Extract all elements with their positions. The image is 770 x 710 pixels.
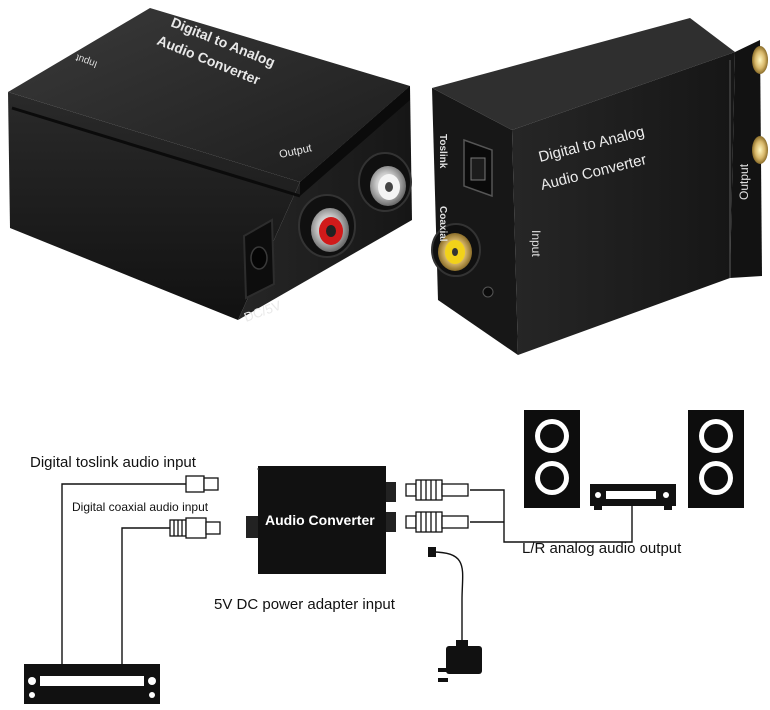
front-converter-unit: Digital to Analog Audio Converter Input … (8, 8, 412, 325)
back-converter-unit: Digital to Analog Audio Converter Toslin… (431, 18, 768, 355)
coaxial-input-jack (431, 223, 481, 277)
coaxial-input-label: Digital coaxial audio input (72, 500, 209, 514)
source-player-icon (24, 664, 160, 704)
amplifier-icon (590, 484, 676, 510)
analog-output-label: L/R analog audio output (522, 540, 682, 557)
toslink-cable-line (61, 483, 186, 664)
audio-converter-box (246, 466, 396, 574)
connection-diagram (61, 483, 633, 664)
left-speaker-icon (524, 410, 580, 508)
toslink-input-label: Digital toslink audio input (30, 454, 196, 471)
toslink-port (463, 138, 493, 198)
power-input-label: 5V DC power adapter input (214, 596, 395, 613)
power-cable-line (431, 551, 464, 640)
coaxial-plug-icon (169, 517, 221, 539)
right-speaker-icon (688, 410, 744, 508)
front-unit-side-face (8, 92, 300, 320)
back-unit-input-face (432, 88, 518, 355)
left-output-cable-line (470, 489, 633, 543)
back-unit-input-label: Input (529, 230, 543, 257)
coaxial-cable-line (121, 527, 170, 664)
converter-box-label: Audio Converter (265, 512, 375, 528)
back-unit-coaxial-label: Coaxial (437, 206, 448, 242)
back-unit-side-face (512, 52, 735, 355)
back-unit-toslink-label: Toslink (437, 134, 448, 169)
right-output-plug-icon (405, 511, 469, 533)
red-rca-output-jack (298, 194, 356, 258)
back-unit-output-label: Output (737, 163, 751, 200)
power-adapter-icon (428, 547, 482, 682)
dc-power-jack (242, 218, 276, 300)
white-rca-output-jack (358, 152, 412, 212)
front-unit-top-face (8, 8, 410, 182)
toslink-plug-icon (185, 475, 219, 493)
left-output-plug-icon (405, 479, 469, 501)
